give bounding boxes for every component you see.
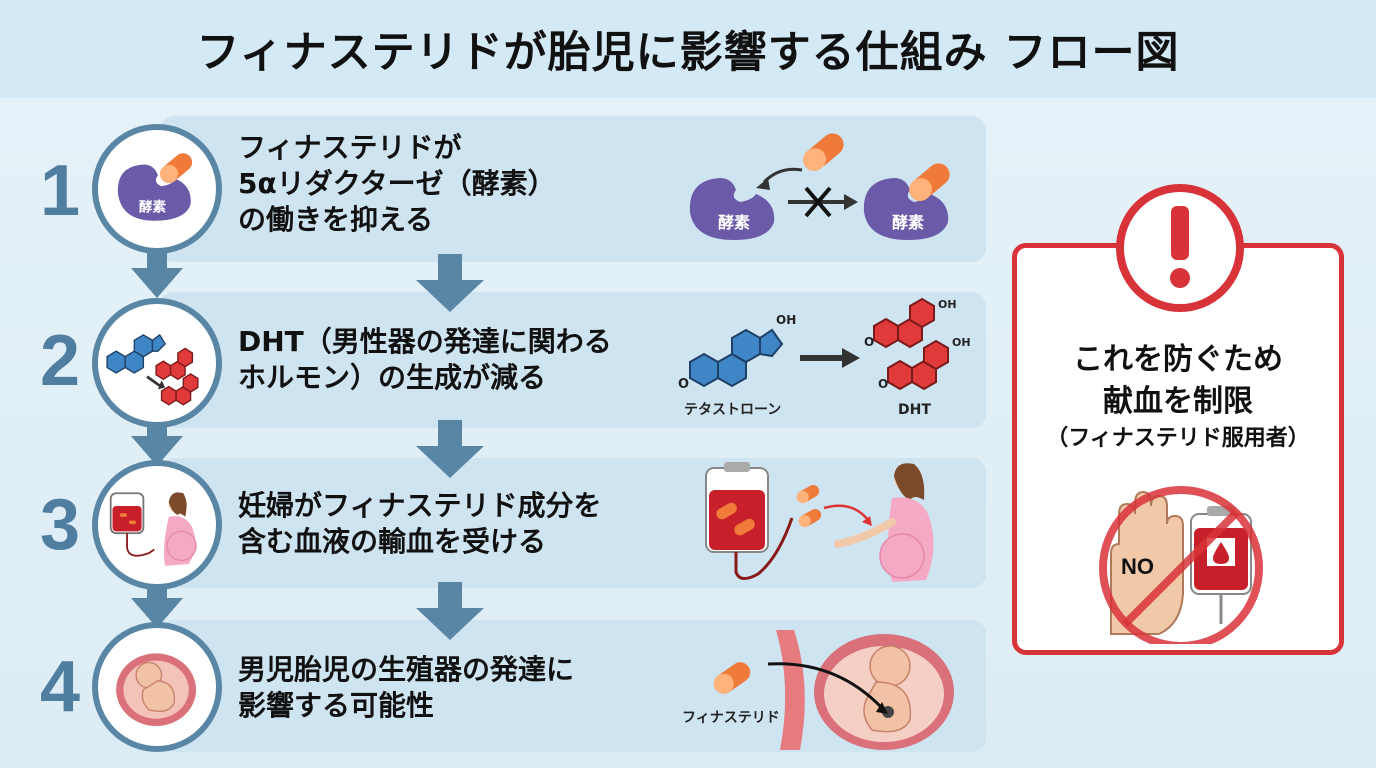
- enzyme-label: 酵素: [139, 199, 167, 216]
- pill-icon: [713, 662, 751, 694]
- pill-icon: [909, 163, 950, 201]
- step-2-text: DHT（男性器の発達に関わる ホルモン）の生成が減る: [238, 324, 612, 396]
- exclamation-warning-icon: [1116, 184, 1244, 312]
- pill-icon: [798, 509, 822, 527]
- step-icon-fetus: [92, 622, 222, 752]
- testosterone-label: テタストローン: [684, 402, 781, 418]
- enzyme-icon: 酵素: [117, 153, 193, 221]
- testosterone-to-dht-illustration: O OH テタストローン O OH O OH DHT: [678, 297, 971, 418]
- step-text-line: ホルモン）の生成が減る: [238, 361, 547, 394]
- no-label: NO: [1121, 554, 1154, 579]
- atom-label: OH: [952, 336, 971, 349]
- enzyme-inhibition-illustration: 酵素 酵素: [689, 133, 950, 240]
- fetus-icon: [116, 653, 197, 727]
- step-number: 4: [39, 647, 81, 727]
- enzyme-label: 酵素: [718, 213, 750, 232]
- atom-label: O: [878, 377, 888, 391]
- title-bar: フィナステリドが胎児に影響する仕組み フロー図: [0, 0, 1376, 98]
- enzyme-label: 酵素: [892, 213, 924, 232]
- tube-icon: [734, 517, 794, 580]
- enzyme-icon: [689, 178, 775, 240]
- dht-molecule: [873, 297, 949, 391]
- prohibition-icon: [1099, 486, 1263, 644]
- testosterone-molecule: [689, 328, 784, 388]
- step-number: 2: [39, 321, 81, 401]
- warning-line-1: これを防ぐため: [1073, 342, 1283, 377]
- step-text-line: 含む血液の輸血を受ける: [238, 525, 547, 558]
- down-arrow-icon: [416, 420, 484, 478]
- step-card-3: [160, 458, 986, 588]
- atom-label: O: [864, 335, 874, 349]
- warning-line-3: （フィナステリド服用者）: [1046, 426, 1310, 451]
- step-icon-enzyme: 酵素: [92, 124, 222, 254]
- step-text-line: フィナステリドが: [238, 131, 462, 164]
- step-icon-molecules: [92, 298, 222, 428]
- step-text-line: 影響する可能性: [238, 689, 435, 722]
- dht-label: DHT: [898, 402, 931, 418]
- pill-icon: [796, 485, 820, 503]
- atom-label: OH: [938, 298, 957, 311]
- step-1-text: フィナステリドが 5αリダクターゼ（酵素） の働きを抑える: [238, 130, 556, 238]
- curved-arrow-icon: [823, 504, 869, 521]
- step-text-line: の働きを抑える: [238, 203, 434, 236]
- step-4-text: 男児胎児の生殖器の発達に 影響する可能性: [238, 652, 574, 724]
- molecule-conversion-icon: [106, 333, 199, 406]
- page-title: フィナステリドが胎児に影響する仕組み フロー図: [196, 28, 1180, 78]
- no-donation-illustration: NO: [1099, 486, 1263, 644]
- finasteride-label: フィナステリド: [682, 710, 780, 726]
- step-text-line: 男児胎児の生殖器の発達に: [238, 653, 575, 686]
- step-text-line: DHT（男性器の発達に関わる: [238, 325, 612, 358]
- curved-arrow-icon: [762, 167, 803, 184]
- transfusion-icon: [109, 492, 197, 566]
- step-number: 3: [39, 485, 81, 565]
- fetus-head: [869, 645, 911, 687]
- down-arrow-icon: [416, 582, 484, 640]
- uterus-wall-icon: [776, 630, 805, 750]
- step-3-text: 妊婦がフィナステリド成分を 含む血液の輸血を受ける: [238, 488, 601, 560]
- step-text-line: 5αリダクターゼ（酵素）: [238, 167, 556, 200]
- step-card-1: [160, 116, 986, 262]
- down-arrow-icon: [416, 254, 484, 312]
- step-number: 1: [39, 151, 81, 231]
- step-text-line: 妊婦がフィナステリド成分を: [238, 489, 602, 522]
- enzyme-icon: [863, 178, 949, 240]
- atom-label: OH: [776, 313, 796, 327]
- transfusion-illustration: [705, 462, 934, 582]
- fetus-illustration: フィナステリド: [682, 630, 954, 750]
- step-icon-transfusion: [92, 460, 222, 590]
- pill-icon: [803, 133, 844, 171]
- warning-line-2: 献血を制限: [1103, 384, 1253, 419]
- curved-arrow-icon: [767, 662, 884, 710]
- atom-label: O: [678, 377, 689, 392]
